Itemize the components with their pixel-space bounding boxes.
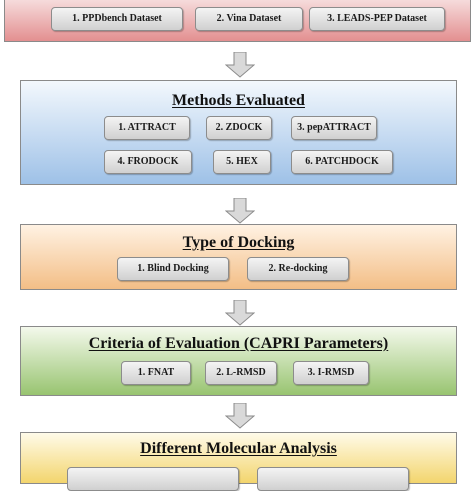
stage-methods-evaluated: Methods Evaluated 1. ATTRACT 2. ZDOCK 3.… bbox=[20, 80, 457, 185]
stage-datasets: 1. PPDbench Dataset 2. Vina Dataset 3. L… bbox=[4, 0, 471, 42]
dataset-ppdbench: 1. PPDbench Dataset bbox=[51, 7, 183, 31]
down-arrow-icon bbox=[225, 403, 255, 429]
analysis-item-2 bbox=[257, 467, 409, 491]
criteria-i-rmsd: 3. I-RMSD bbox=[293, 361, 369, 385]
stage-criteria-of-evaluation: Criteria of Evaluation (CAPRI Parameters… bbox=[20, 326, 457, 396]
method-patchdock: 6. PATCHDOCK bbox=[291, 150, 393, 174]
docking-blind: 1. Blind Docking bbox=[117, 257, 229, 281]
stage-type-of-docking: Type of Docking 1. Blind Docking 2. Re-d… bbox=[20, 224, 457, 290]
method-hex: 5. HEX bbox=[213, 150, 271, 174]
stage-title-criteria: Criteria of Evaluation (CAPRI Parameters… bbox=[88, 335, 389, 352]
analysis-item-1 bbox=[67, 467, 239, 491]
dataset-vina: 2. Vina Dataset bbox=[195, 7, 303, 31]
dataset-leads-pep: 3. LEADS-PEP Dataset bbox=[309, 7, 445, 31]
stage-title-docking: Type of Docking bbox=[182, 234, 295, 251]
criteria-l-rmsd: 2. L-RMSD bbox=[205, 361, 277, 385]
down-arrow-icon bbox=[225, 198, 255, 224]
down-arrow-icon bbox=[225, 300, 255, 326]
docking-redocking: 2. Re-docking bbox=[247, 257, 349, 281]
stage-title-methods: Methods Evaluated bbox=[172, 92, 305, 109]
stage-title-analysis: Different Molecular Analysis bbox=[140, 440, 337, 457]
criteria-fnat: 1. FNAT bbox=[121, 361, 191, 385]
method-frodock: 4. FRODOCK bbox=[104, 150, 192, 174]
method-pepattract: 3. pepATTRACT bbox=[291, 116, 377, 140]
method-attract: 1. ATTRACT bbox=[104, 116, 190, 140]
stage-molecular-analysis: Different Molecular Analysis bbox=[20, 432, 457, 491]
method-zdock: 2. ZDOCK bbox=[206, 116, 272, 140]
down-arrow-icon bbox=[225, 52, 255, 78]
